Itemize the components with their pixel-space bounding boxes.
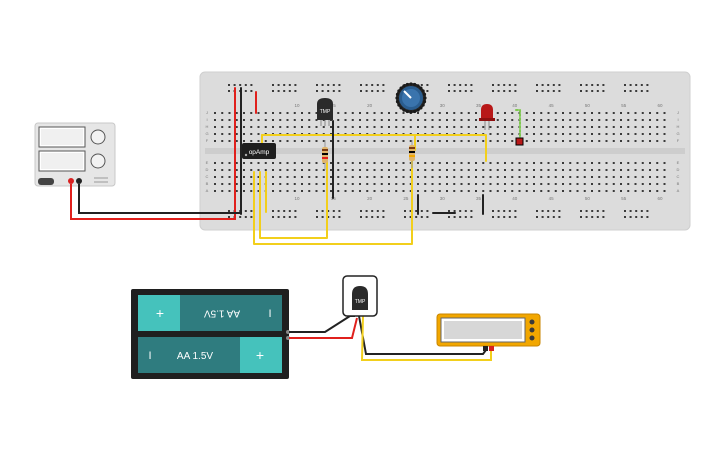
row-letter: H (206, 124, 209, 129)
column-number: 20 (367, 196, 373, 201)
column-number: 20 (367, 103, 373, 108)
row-letter: F (206, 138, 209, 143)
temperature-sensor-breadboard[interactable]: TMP (317, 98, 333, 126)
column-number: 55 (621, 196, 627, 201)
column-number: 50 (585, 103, 591, 108)
battery-top-minus: I (268, 308, 271, 320)
wire-yellow-loop-outer[interactable] (253, 159, 413, 245)
row-letter: G (676, 131, 679, 136)
column-number: 35 (476, 103, 482, 108)
row-letter: H (677, 124, 680, 129)
column-number: 60 (657, 103, 663, 108)
column-number: 15 (331, 103, 337, 108)
battery-bottom[interactable]: + I AA 1.5V (138, 337, 282, 373)
battery-bottom-label: AA 1.5V (177, 351, 213, 362)
row-letter: C (206, 174, 209, 179)
column-number: 35 (476, 196, 482, 201)
wire-yellow-top[interactable] (261, 134, 487, 162)
row-letter: B (677, 181, 680, 186)
row-letter: I (206, 117, 207, 122)
column-number: 45 (549, 196, 555, 201)
opamp-label: opAmp (249, 149, 270, 156)
battery-top-plus: + (156, 305, 164, 321)
wire-black-battery[interactable] (289, 315, 355, 333)
wire-red-battery[interactable] (289, 317, 358, 339)
row-letter: G (205, 131, 208, 136)
wire-yellow-loop-inner[interactable] (259, 161, 328, 239)
battery-bottom-plus: + (256, 347, 264, 363)
column-number: 30 (440, 103, 446, 108)
battery-bottom-minus: I (148, 350, 151, 362)
battery-top-label: AA 1.5V (204, 307, 240, 318)
red-led-icon[interactable] (479, 104, 495, 130)
knob-icon[interactable] (395, 82, 427, 114)
row-letter: J (677, 110, 679, 115)
row-letter: F (677, 138, 680, 143)
power-supply-icon[interactable] (34, 122, 116, 187)
row-letter: I (677, 117, 678, 122)
sensor-label-bottom: TMP (355, 299, 366, 305)
multimeter-icon[interactable] (436, 313, 541, 351)
breadboard-wires[interactable] (234, 87, 521, 245)
column-number: 25 (403, 196, 409, 201)
row-letter: A (677, 188, 680, 193)
row-letter: E (206, 160, 209, 165)
resistor-2[interactable] (409, 140, 415, 168)
sensor-label-top: TMP (320, 109, 331, 115)
column-number: 50 (585, 196, 591, 201)
red-marker[interactable] (515, 137, 524, 146)
row-letter: D (206, 167, 209, 172)
column-number: 55 (621, 103, 627, 108)
row-letter: E (677, 160, 680, 165)
column-number: 45 (549, 103, 555, 108)
column-number: 30 (440, 196, 446, 201)
row-letter: A (206, 188, 209, 193)
column-number: 10 (294, 103, 300, 108)
column-number: 60 (657, 196, 663, 201)
row-letter: C (677, 174, 680, 179)
column-number: 40 (512, 103, 518, 108)
opamp-chip[interactable]: opAmp (242, 143, 276, 159)
battery-pack[interactable]: + I AA 1.5V + I AA 1.5V (131, 289, 290, 379)
resistor-1[interactable] (322, 140, 328, 170)
wire-yellow-multimeter[interactable] (360, 315, 492, 361)
row-letter: D (677, 167, 680, 172)
column-number: 40 (512, 196, 518, 201)
wire-red-power[interactable] (70, 184, 236, 220)
temperature-sensor-bottom[interactable]: TMP (342, 275, 378, 317)
wire-black-power[interactable] (78, 184, 241, 214)
battery-top[interactable]: + I AA 1.5V (138, 295, 282, 331)
column-number: 10 (294, 196, 300, 201)
row-letter: B (206, 181, 209, 186)
wire-green-dashed[interactable] (515, 109, 521, 141)
row-letter: J (206, 110, 208, 115)
